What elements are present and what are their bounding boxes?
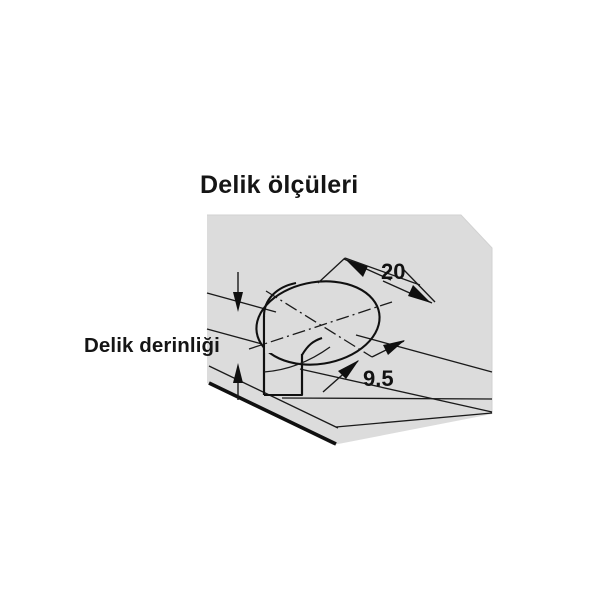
surface-line-upper-right <box>355 334 493 373</box>
hole-cut-mask <box>265 317 300 353</box>
dim20-arrow-left-head <box>345 259 368 277</box>
surface-line-diagonal-bottom <box>299 368 493 413</box>
hole-ellipse-top <box>255 280 381 366</box>
dim20-extension-right <box>402 268 436 303</box>
hole-centerline-b <box>265 290 373 358</box>
hole-inner-surface-line <box>263 346 331 373</box>
dim20-extension-left <box>317 257 346 284</box>
dim20-extension-upper <box>344 257 421 286</box>
depth-arrow-top-head <box>233 292 243 312</box>
depth-arrow-bottom-head <box>233 363 243 383</box>
dim20-arrow-right-head <box>408 285 431 303</box>
dimension-95-label: 9.5 <box>363 366 394 391</box>
board-surface-fill <box>207 215 492 445</box>
board-front-bottom-edge <box>208 381 337 446</box>
dimension-20-label: 20 <box>381 259 405 284</box>
board-front-edge-right <box>335 412 493 428</box>
dim95-arrow-lower-head <box>383 340 405 355</box>
surface-line-lower <box>281 397 493 400</box>
dim95-arrow-upper-head <box>338 360 359 379</box>
depth-label: Delik derinliği <box>84 334 220 357</box>
surface-line-mid-left <box>206 328 263 345</box>
hole-wall-right <box>301 337 323 356</box>
board-outline <box>207 214 493 414</box>
board-front-top-edge <box>208 365 339 429</box>
figure-title: Delik ölçüleri <box>200 171 358 199</box>
